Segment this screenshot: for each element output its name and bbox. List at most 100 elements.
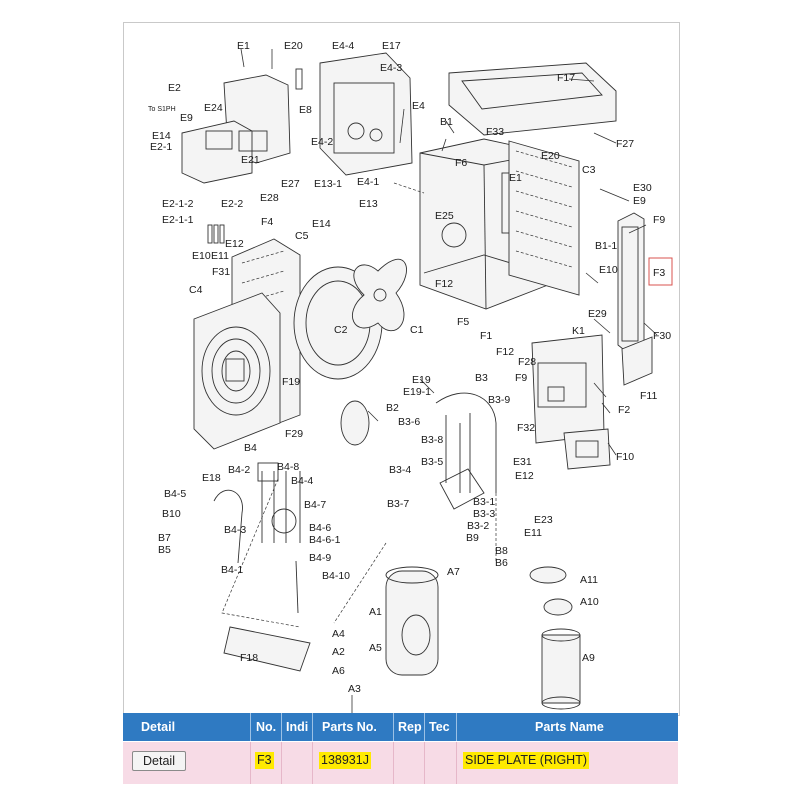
- callout-label: E18: [202, 472, 221, 484]
- callout-label: F18: [240, 652, 258, 664]
- highlighted-callout-box: [648, 257, 673, 286]
- callout-label: E11: [524, 527, 542, 539]
- callout-label: B3-8: [421, 434, 443, 446]
- callout-label: E19-1: [403, 386, 431, 398]
- row-parts-no-value[interactable]: 138931J: [319, 752, 371, 769]
- callout-label: F9: [515, 372, 527, 384]
- callout-label: B3-9: [488, 394, 510, 406]
- callout-label: E29: [588, 308, 607, 320]
- callout-label: F11: [640, 390, 657, 402]
- callout-label: E1: [509, 172, 522, 184]
- callout-label: A7: [447, 566, 460, 578]
- callout-label: E10: [599, 264, 618, 276]
- callout-label: E4-4: [332, 40, 354, 52]
- header-cell-indi: Indi: [282, 713, 313, 741]
- callout-label: C2: [334, 324, 348, 336]
- callout-label: B3-1: [473, 496, 495, 508]
- row-cell-detail: Detail: [123, 742, 251, 784]
- callout-label: B8: [495, 545, 508, 557]
- callout-label: B3: [475, 372, 488, 384]
- callout-label: F17: [557, 72, 575, 84]
- callout-label: B3-4: [389, 464, 411, 476]
- callout-label: E13-1: [314, 178, 342, 190]
- row-cell-indi: [282, 742, 313, 784]
- callout-label: F30: [653, 330, 671, 342]
- callout-label: C5: [295, 230, 309, 242]
- callout-leader-lines: [240, 48, 658, 713]
- callout-label: E2: [168, 82, 181, 94]
- header-parts-no: Parts No.: [322, 720, 377, 734]
- callout-label: F12: [496, 346, 514, 358]
- callout-label: B10: [162, 508, 181, 520]
- small-label-to-s1ph: To S1PH: [148, 106, 176, 113]
- callout-label: E2-1-2: [162, 198, 194, 210]
- callout-label: A11: [580, 574, 598, 586]
- table-row: Detail F3 138931J SIDE PLATE (RIGHT): [123, 742, 678, 784]
- header-tec: Tec: [429, 720, 450, 734]
- callout-label: F1: [480, 330, 492, 342]
- header-cell-no: No.: [251, 713, 282, 741]
- callout-label: B4-6: [309, 522, 331, 534]
- header-parts-name: Parts Name: [535, 720, 604, 734]
- callout-label: F12: [435, 278, 453, 290]
- callout-label: E9: [180, 112, 193, 124]
- table-header: Detail No. Indi Parts No. Rep Tec Parts …: [123, 713, 678, 741]
- callout-label: B3-6: [398, 416, 420, 428]
- row-cell-rep: [394, 742, 425, 784]
- callout-label: A4: [332, 628, 345, 640]
- exploded-parts-diagram: E1 E20 E4-4 E17 E4-3 F17 E2 E24 E8 E4 To…: [148, 40, 673, 713]
- callout-label: E8: [299, 104, 312, 116]
- callout-label: F10: [616, 451, 634, 463]
- callout-label: E14: [152, 130, 171, 142]
- callout-label: A2: [332, 646, 345, 658]
- header-cell-tec: Tec: [425, 713, 457, 741]
- callout-label: F6: [455, 157, 467, 169]
- callout-label: F2: [618, 404, 630, 416]
- callout-label: B1-1: [595, 240, 617, 252]
- callout-label: E25: [435, 210, 454, 222]
- callout-label: E19: [412, 374, 431, 386]
- callout-label: F5: [457, 316, 469, 328]
- callout-label: A10: [580, 596, 599, 608]
- header-cell-parts-name: Parts Name: [457, 713, 678, 741]
- callout-label: C1: [410, 324, 424, 336]
- detail-button[interactable]: Detail: [132, 751, 186, 771]
- callout-label: F9: [653, 214, 665, 226]
- callout-label: E20: [284, 40, 303, 52]
- header-indi: Indi: [286, 720, 309, 734]
- header-cell-parts-no: Parts No.: [313, 713, 394, 741]
- callout-label: A3: [348, 683, 361, 695]
- exploded-parts-diagram-frame: E1 E20 E4-4 E17 E4-3 F17 E2 E24 E8 E4 To…: [123, 22, 680, 716]
- callout-label: B3-3: [473, 508, 495, 520]
- callout-label: C3: [582, 164, 596, 176]
- callout-label: E21: [241, 154, 260, 166]
- callout-label: B6: [495, 557, 508, 569]
- callout-label: E4-1: [357, 176, 379, 188]
- callout-label: E23: [534, 514, 553, 526]
- callout-label: B1: [440, 116, 453, 128]
- callout-label: E4: [412, 100, 425, 112]
- header-detail: Detail: [141, 720, 176, 734]
- callout-label: E9: [633, 195, 646, 207]
- callout-label: B2: [386, 402, 399, 414]
- callout-label: E12: [225, 238, 244, 250]
- callout-label: F31: [212, 266, 230, 278]
- callout-label: B4-1: [221, 564, 243, 576]
- callout-label: A1: [369, 606, 382, 618]
- callout-label: F32: [517, 422, 535, 434]
- callout-label: B5: [158, 544, 171, 556]
- callout-label: B3-7: [387, 498, 409, 510]
- callout-label: E27: [281, 178, 300, 190]
- callout-label: K1: [572, 325, 585, 337]
- callout-label: B4-2: [228, 464, 250, 476]
- callout-label: E30: [633, 182, 652, 194]
- callout-label: F33: [486, 126, 504, 138]
- callout-label: B4-4: [291, 475, 313, 487]
- diagram-callout-labels: E1 E20 E4-4 E17 E4-3 F17 E2 E24 E8 E4 To…: [148, 40, 673, 695]
- callout-label: E4-2: [311, 136, 333, 148]
- callout-label: F4: [261, 216, 273, 228]
- callout-label: B7: [158, 532, 171, 544]
- callout-label: B9: [466, 532, 479, 544]
- callout-label: E2-2: [221, 198, 243, 210]
- header-cell-rep: Rep: [394, 713, 425, 741]
